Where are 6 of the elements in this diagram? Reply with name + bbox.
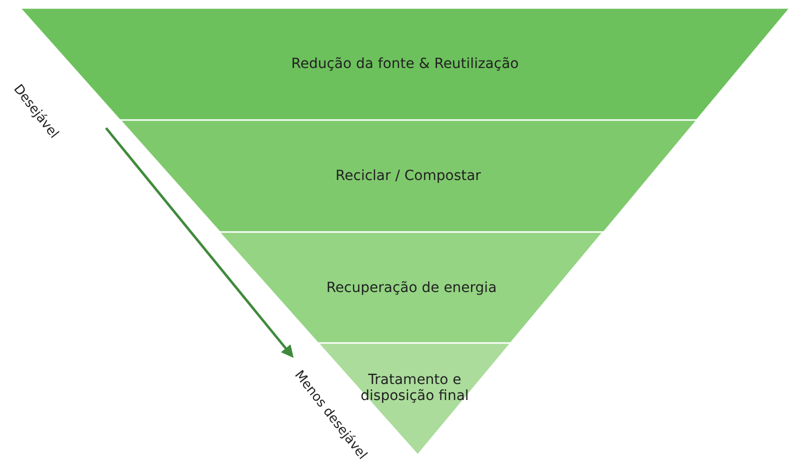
level-label: Redução da fonte & Reutilização	[290, 56, 520, 72]
level-label: Recuperação de energia	[325, 280, 498, 296]
level-label: Reciclar / Compostar	[334, 168, 482, 184]
level-label: Tratamento e disposição final	[360, 372, 470, 404]
hierarchy-level	[120, 120, 697, 232]
hierarchy-level	[219, 232, 604, 343]
